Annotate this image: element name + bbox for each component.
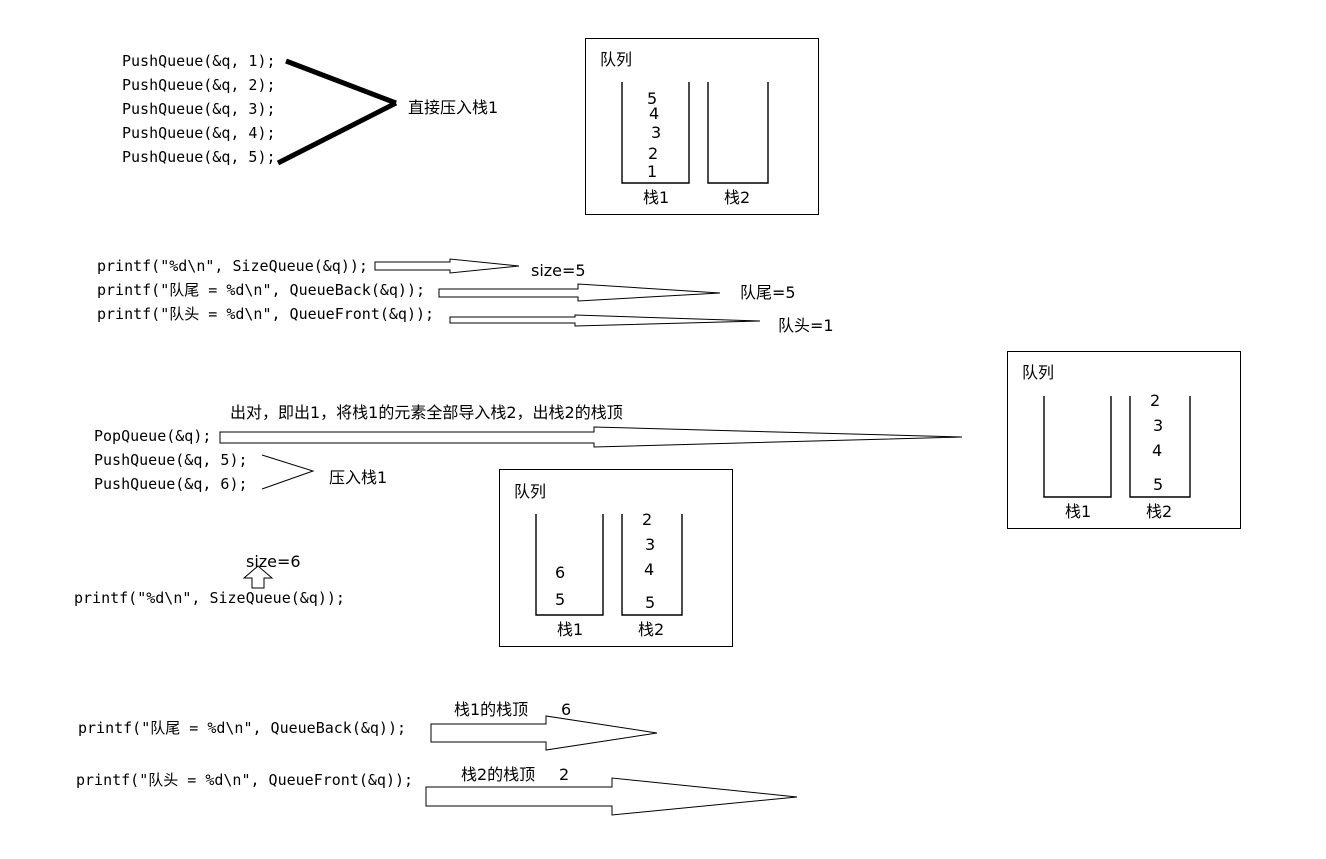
panel3-stack2-item: 4 <box>644 560 655 579</box>
panel3-stack1-label: 栈1 <box>557 620 584 639</box>
panel1-stack2-label: 栈2 <box>724 188 751 207</box>
queue-panel-1: 队列 5 4 3 2 1 栈1 栈2 <box>585 38 819 215</box>
note-size6: size=6 <box>246 552 301 571</box>
panel1-stack1-item: 2 <box>648 144 659 163</box>
code-push-5b: PushQueue(&q, 5); <box>94 451 248 469</box>
pop-arrow <box>219 426 963 448</box>
note-pop-explain: 出对，即出1，将栈1的元素全部导入栈2，出栈2的栈顶 <box>230 403 623 422</box>
code-push-6: PushQueue(&q, 6); <box>94 475 248 493</box>
panel1-title: 队列 <box>600 50 633 69</box>
code-push-5: PushQueue(&q, 5); <box>122 148 276 166</box>
queue-panel-3: 队列 6 5 2 3 4 5 栈1 栈2 <box>499 469 733 647</box>
push-chevron <box>276 58 398 166</box>
panel1-stack1-item: 4 <box>649 104 660 123</box>
size-arrow <box>374 258 520 274</box>
panel3-stack1-item: 5 <box>555 590 566 609</box>
note-push-stack1: 压入栈1 <box>329 468 388 487</box>
note-size5: size=5 <box>531 261 586 280</box>
panel2-stacks <box>1043 396 1191 498</box>
push-small-chevron <box>261 454 315 490</box>
back-arrow <box>438 283 721 302</box>
panel3-stack2-item: 5 <box>645 593 656 612</box>
code-pop: PopQueue(&q); <box>94 427 212 445</box>
code-back-print-2: printf("队尾 = %d\n", QueueBack(&q)); <box>78 719 407 737</box>
panel2-stack2-item: 4 <box>1152 441 1163 460</box>
code-size-print-2: printf("%d\n", SizeQueue(&q)); <box>74 589 345 607</box>
panel2-stack2-item: 2 <box>1150 391 1161 410</box>
code-push-4: PushQueue(&q, 4); <box>122 124 276 142</box>
top2-arrow <box>425 777 798 816</box>
note-top1: 栈1的栈顶 <box>454 700 529 719</box>
panel2-stack1-label: 栈1 <box>1065 502 1092 521</box>
size6-up-arrow <box>242 565 274 589</box>
note-push-direct: 直接压入栈1 <box>408 98 499 117</box>
code-back-print: printf("队尾 = %d\n", QueueBack(&q)); <box>97 281 426 299</box>
note-front1: 队头=1 <box>778 316 834 335</box>
panel3-stack2-item: 3 <box>645 535 656 554</box>
note-top2: 栈2的栈顶 <box>461 765 536 784</box>
code-push-3: PushQueue(&q, 3); <box>122 100 276 118</box>
panel1-stack1-item: 1 <box>647 162 658 181</box>
panel3-stack1-item: 6 <box>555 563 566 582</box>
panel3-stack2-label: 栈2 <box>638 620 665 639</box>
panel2-stack2-label: 栈2 <box>1146 502 1173 521</box>
note-back5: 队尾=5 <box>740 283 796 302</box>
panel2-title: 队列 <box>1022 363 1055 382</box>
code-front-print-2: printf("队头 = %d\n", QueueFront(&q)); <box>76 771 414 789</box>
top1-arrow <box>430 715 658 751</box>
panel3-title: 队列 <box>514 482 547 501</box>
note-top2-value: 2 <box>559 765 570 784</box>
code-size-print: printf("%d\n", SizeQueue(&q)); <box>97 257 368 275</box>
code-push-1: PushQueue(&q, 1); <box>122 52 276 70</box>
note-top1-value: 6 <box>561 700 572 719</box>
panel1-stack1-item: 5 <box>647 89 658 108</box>
panel3-stacks <box>535 514 683 616</box>
queue-panel-2: 队列 2 3 4 5 栈1 栈2 <box>1007 351 1241 529</box>
panel1-stack1-label: 栈1 <box>643 188 670 207</box>
panel1-stack1-item: 3 <box>651 123 662 142</box>
code-front-print: printf("队头 = %d\n", QueueFront(&q)); <box>97 305 435 323</box>
panel2-stack2-item: 3 <box>1153 416 1164 435</box>
panel3-stack2-item: 2 <box>642 510 653 529</box>
panel2-stack2-item: 5 <box>1153 475 1164 494</box>
panel1-stacks <box>621 82 769 184</box>
front-arrow <box>449 314 761 327</box>
code-push-2: PushQueue(&q, 2); <box>122 76 276 94</box>
